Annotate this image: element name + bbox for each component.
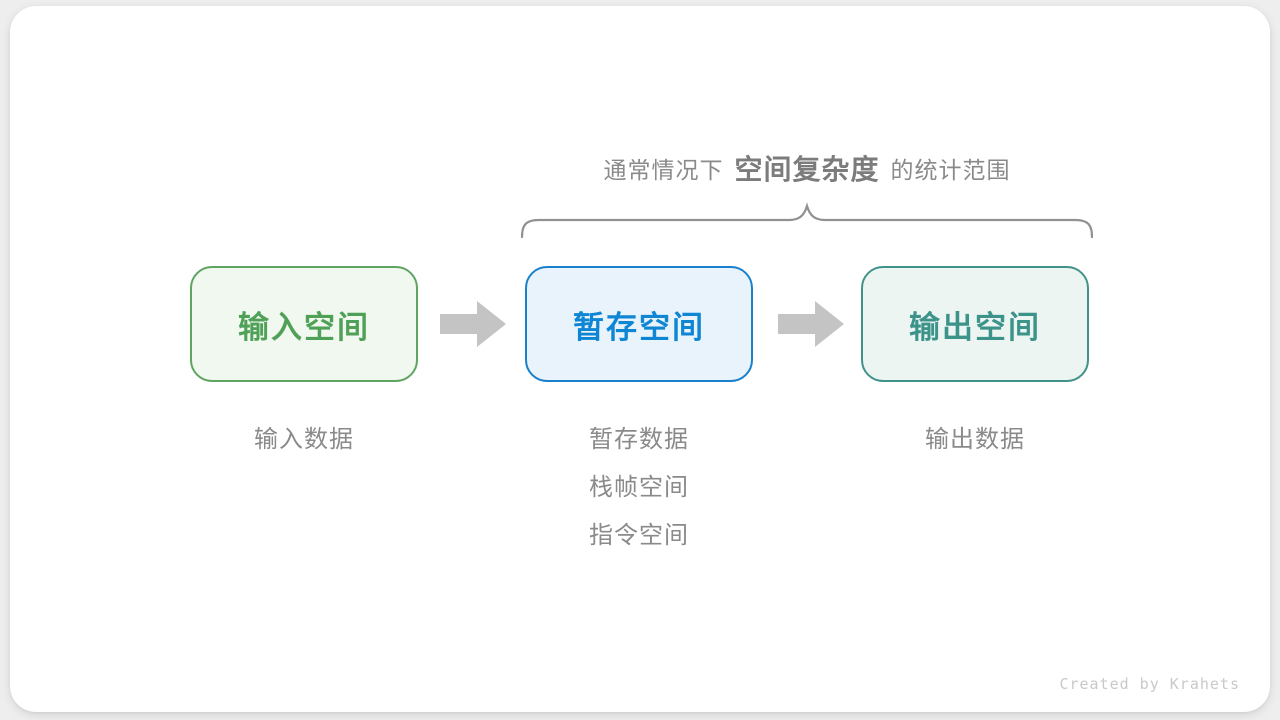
arrow-right-icon <box>440 301 506 347</box>
arrow-right-icon <box>778 301 844 347</box>
curly-brace-icon <box>521 202 1093 238</box>
node-output-space: 输出空间 <box>861 266 1089 382</box>
annotation-suffix: 的统计范围 <box>890 157 1011 183</box>
node-temp-space: 暂存空间 <box>525 266 753 382</box>
node-temp-space-label: 暂存空间 <box>573 309 705 345</box>
node-output-space-label: 输出空间 <box>909 309 1041 345</box>
annotation-prefix: 通常情况下 <box>603 157 724 183</box>
credit-text: Created by Krahets <box>1059 675 1240 693</box>
sublabel-instruction-space: 指令空间 <box>589 522 689 549</box>
input-sublabels: 输入数据 <box>190 416 418 464</box>
node-input-space: 输入空间 <box>190 266 418 382</box>
node-input-space-label: 输入空间 <box>238 309 370 345</box>
temp-sublabels: 暂存数据 栈帧空间 指令空间 <box>525 416 753 560</box>
annotation-highlight: 空间复杂度 <box>734 154 880 185</box>
sublabel-output-data: 输出数据 <box>925 426 1025 453</box>
sublabel-stack-frame-space: 栈帧空间 <box>589 474 689 501</box>
scope-annotation: 通常情况下 空间复杂度 的统计范围 <box>522 146 1092 190</box>
sublabel-temp-data: 暂存数据 <box>589 426 689 453</box>
output-sublabels: 输出数据 <box>861 416 1089 464</box>
sublabel-input-data: 输入数据 <box>254 426 354 453</box>
